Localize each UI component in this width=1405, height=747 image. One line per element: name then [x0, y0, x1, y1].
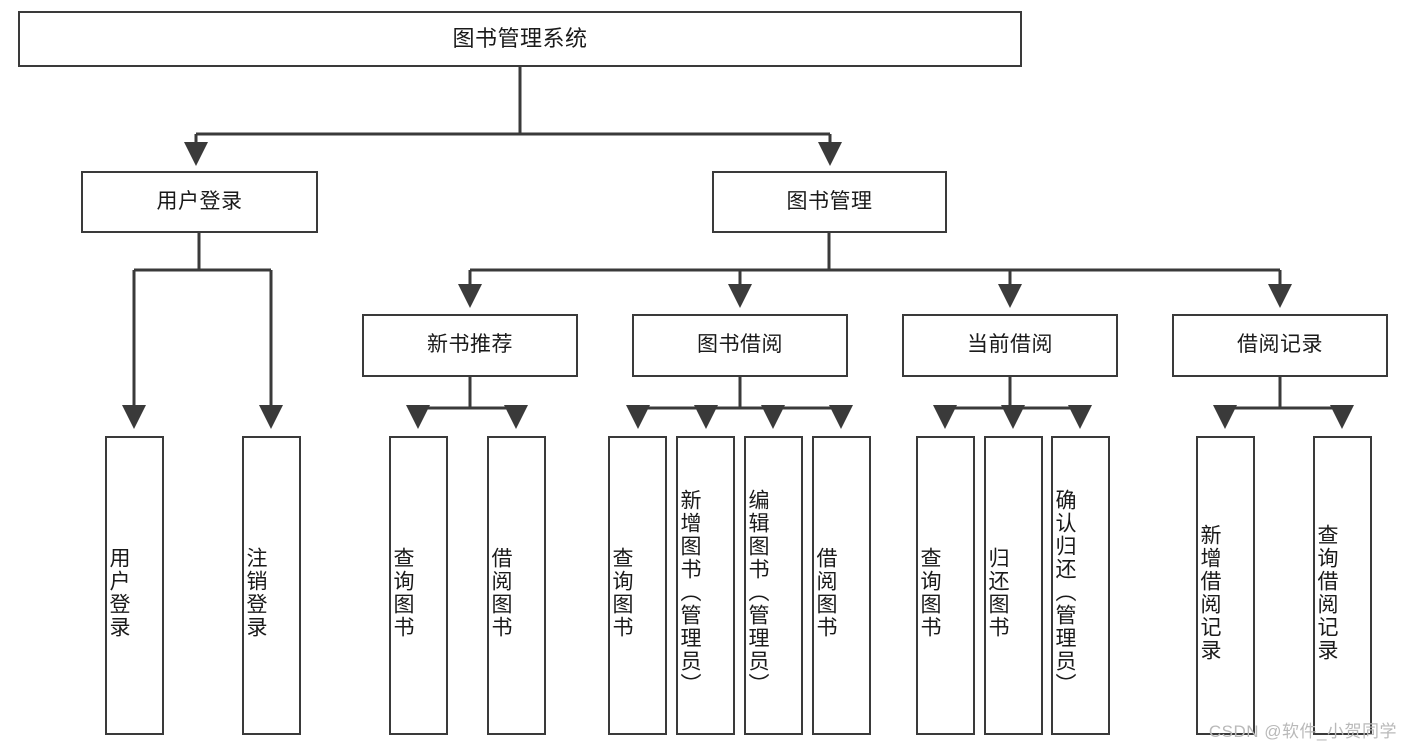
node-root-system-label: 图书管理系统 — [452, 26, 588, 52]
node-new-book-recommend-label: 新书推荐 — [427, 333, 513, 357]
leaf-new-book-borrow[interactable]: 借阅图书 — [487, 436, 546, 735]
node-borrow-record-label: 借阅记录 — [1237, 333, 1323, 357]
leaf-book-borrow-add[interactable]: 新增图书（管理员） — [676, 436, 735, 735]
node-user-login[interactable]: 用户登录 — [81, 171, 318, 233]
leaf-user-login-login-label: 用户登录 — [107, 546, 131, 639]
leaf-book-borrow-edit[interactable]: 编辑图书（管理员） — [744, 436, 803, 735]
node-book-management[interactable]: 图书管理 — [712, 171, 947, 233]
leaf-book-borrow-borrow-label: 借阅图书 — [814, 546, 838, 639]
leaf-current-borrow-return-label: 归还图书 — [986, 546, 1010, 639]
node-new-book-recommend[interactable]: 新书推荐 — [362, 314, 578, 377]
node-book-management-label: 图书管理 — [786, 189, 873, 213]
leaf-book-borrow-borrow[interactable]: 借阅图书 — [812, 436, 871, 735]
leaf-current-borrow-confirm-label: 确认归还（管理员） — [1053, 489, 1077, 696]
watermark-text: CSDN @软件_小贺同学 — [1208, 722, 1397, 741]
leaf-book-borrow-query[interactable]: 查询图书 — [608, 436, 667, 735]
node-book-borrow-label: 图书借阅 — [697, 333, 783, 357]
leaf-new-book-query[interactable]: 查询图书 — [389, 436, 448, 735]
leaf-current-borrow-query-label: 查询图书 — [918, 546, 942, 639]
leaf-borrow-record-query[interactable]: 查询借阅记录 — [1313, 436, 1372, 735]
leaf-current-borrow-query[interactable]: 查询图书 — [916, 436, 975, 735]
leaf-current-borrow-return[interactable]: 归还图书 — [984, 436, 1043, 735]
leaf-user-login-login[interactable]: 用户登录 — [105, 436, 164, 735]
node-user-login-label: 用户登录 — [156, 189, 243, 213]
leaf-borrow-record-add[interactable]: 新增借阅记录 — [1196, 436, 1255, 735]
leaf-user-login-logout-label: 注销登录 — [244, 546, 268, 639]
leaf-book-borrow-query-label: 查询图书 — [610, 546, 634, 639]
leaf-user-login-logout[interactable]: 注销登录 — [242, 436, 301, 735]
node-root-system[interactable]: 图书管理系统 — [18, 11, 1022, 67]
node-book-borrow[interactable]: 图书借阅 — [632, 314, 848, 377]
node-borrow-record[interactable]: 借阅记录 — [1172, 314, 1388, 377]
leaf-borrow-record-query-label: 查询借阅记录 — [1315, 523, 1339, 662]
leaf-book-borrow-add-label: 新增图书（管理员） — [678, 489, 702, 696]
leaf-current-borrow-confirm[interactable]: 确认归还（管理员） — [1051, 436, 1110, 735]
leaf-new-book-borrow-label: 借阅图书 — [489, 546, 513, 639]
node-current-borrow-label: 当前借阅 — [967, 333, 1053, 357]
leaf-borrow-record-add-label: 新增借阅记录 — [1198, 523, 1222, 662]
leaf-new-book-query-label: 查询图书 — [391, 546, 415, 639]
leaf-book-borrow-edit-label: 编辑图书（管理员） — [746, 489, 770, 696]
node-current-borrow[interactable]: 当前借阅 — [902, 314, 1118, 377]
